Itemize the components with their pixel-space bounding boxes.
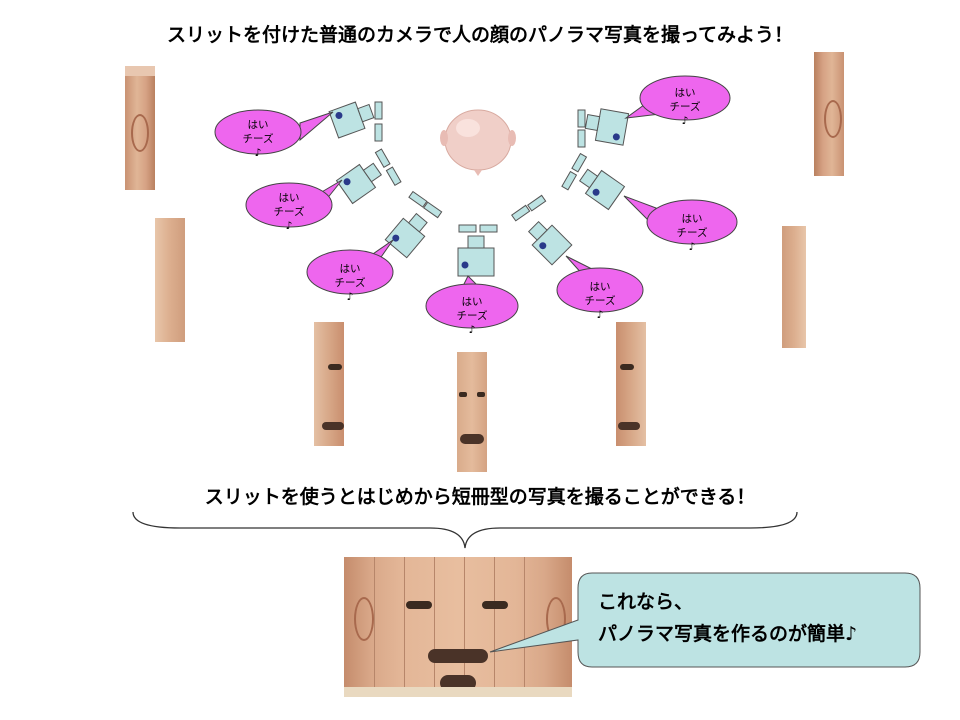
face-strip-right-side [782,226,806,348]
mustache-shape [428,649,488,663]
slit-1 [374,101,383,142]
bubble-line: チーズ [670,100,701,113]
speech-bubble-3: はい チーズ ♪ [306,239,394,303]
ear-shape [824,100,842,138]
strip-top [125,66,155,76]
callout-line-1: これなら、 [598,591,693,613]
slit-6 [561,152,588,191]
camera-5 [527,220,573,266]
eye-shape [482,601,508,609]
bubble-line: はい [675,87,696,99]
bubble-line: ♪ [689,241,696,253]
face-strip-right-cheek [616,322,646,446]
bubble-line: チーズ [274,205,305,218]
camera-1 [328,101,375,139]
panorama-photo [344,557,572,697]
callout-box: これなら、 パノラマ写真を作るのが簡単♪ [489,572,921,668]
strip-seam [434,557,435,697]
speech-bubble-7: はい チーズ ♪ [624,75,731,127]
bubble-line: ♪ [286,220,293,232]
page-title: スリットを付けた普通のカメラで人の顔のパノラマ写真を撮ってみよう！ [166,24,794,46]
callout-line-2: パノラマ写真を作るのが簡単♪ [598,622,857,645]
strip-seam [374,557,375,697]
bubble-line: チーズ [335,276,366,289]
bubble-line: はい [462,296,483,308]
face-strip-left-ear [125,66,155,190]
head-top-view [440,109,516,176]
speech-bubble-5: はい チーズ ♪ [556,255,644,321]
ear-shape [354,597,374,641]
face-strip-right-ear [814,52,844,176]
bubble-line: チーズ [677,226,708,239]
speech-bubble-1: はい チーズ ♪ [214,109,334,159]
eye-shape [459,392,467,397]
face-strip-left-side [155,218,185,342]
bubble-line: はい [682,213,703,225]
camera-2 [335,162,383,205]
slit-5 [511,194,547,222]
section-title: スリットを使うとはじめから短冊型の写真を撮ることができる！ [204,486,756,508]
curly-brace [132,511,798,549]
bubble-line: ♪ [255,147,262,159]
face-strip-left-cheek [314,322,344,446]
eye-shape [328,364,342,370]
bubble-line: はい [340,263,361,275]
shirt-shape [344,687,572,697]
slit-7 [577,109,586,148]
bubble-line: チーズ [457,309,488,322]
bubble-line: チーズ [243,132,274,145]
eye-shape [477,392,485,397]
speech-bubble-2: はい チーズ ♪ [245,179,343,232]
beard-shape [618,422,640,430]
camera-7 [584,108,630,146]
bubble-line: ♪ [469,324,476,336]
slit-2 [374,148,402,186]
slit-4 [458,224,498,233]
bubble-line: チーズ [585,294,616,307]
strip-seam [464,557,465,697]
speech-bubble-6: はい チーズ ♪ [623,195,738,253]
beard-shape [460,434,484,444]
eye-shape [620,364,634,370]
speech-bubble-4: はい チーズ ♪ [425,275,519,336]
bubble-line: はい [279,192,300,204]
strip-seam [494,557,495,697]
ear-shape [131,114,149,152]
bubble-line: ♪ [597,309,604,321]
strip-seam [404,557,405,697]
strip-seam [524,557,525,697]
eye-shape [406,601,432,609]
beard-shape [322,422,344,430]
camera-6 [578,168,626,211]
bubble-line: はい [590,281,611,293]
bubble-line: ♪ [347,291,354,303]
face-strip-center [457,352,487,472]
slit-3 [408,190,443,219]
camera-4 [457,235,495,277]
camera-3 [384,212,428,259]
bubble-line: はい [248,119,269,131]
bubble-line: ♪ [682,115,689,127]
